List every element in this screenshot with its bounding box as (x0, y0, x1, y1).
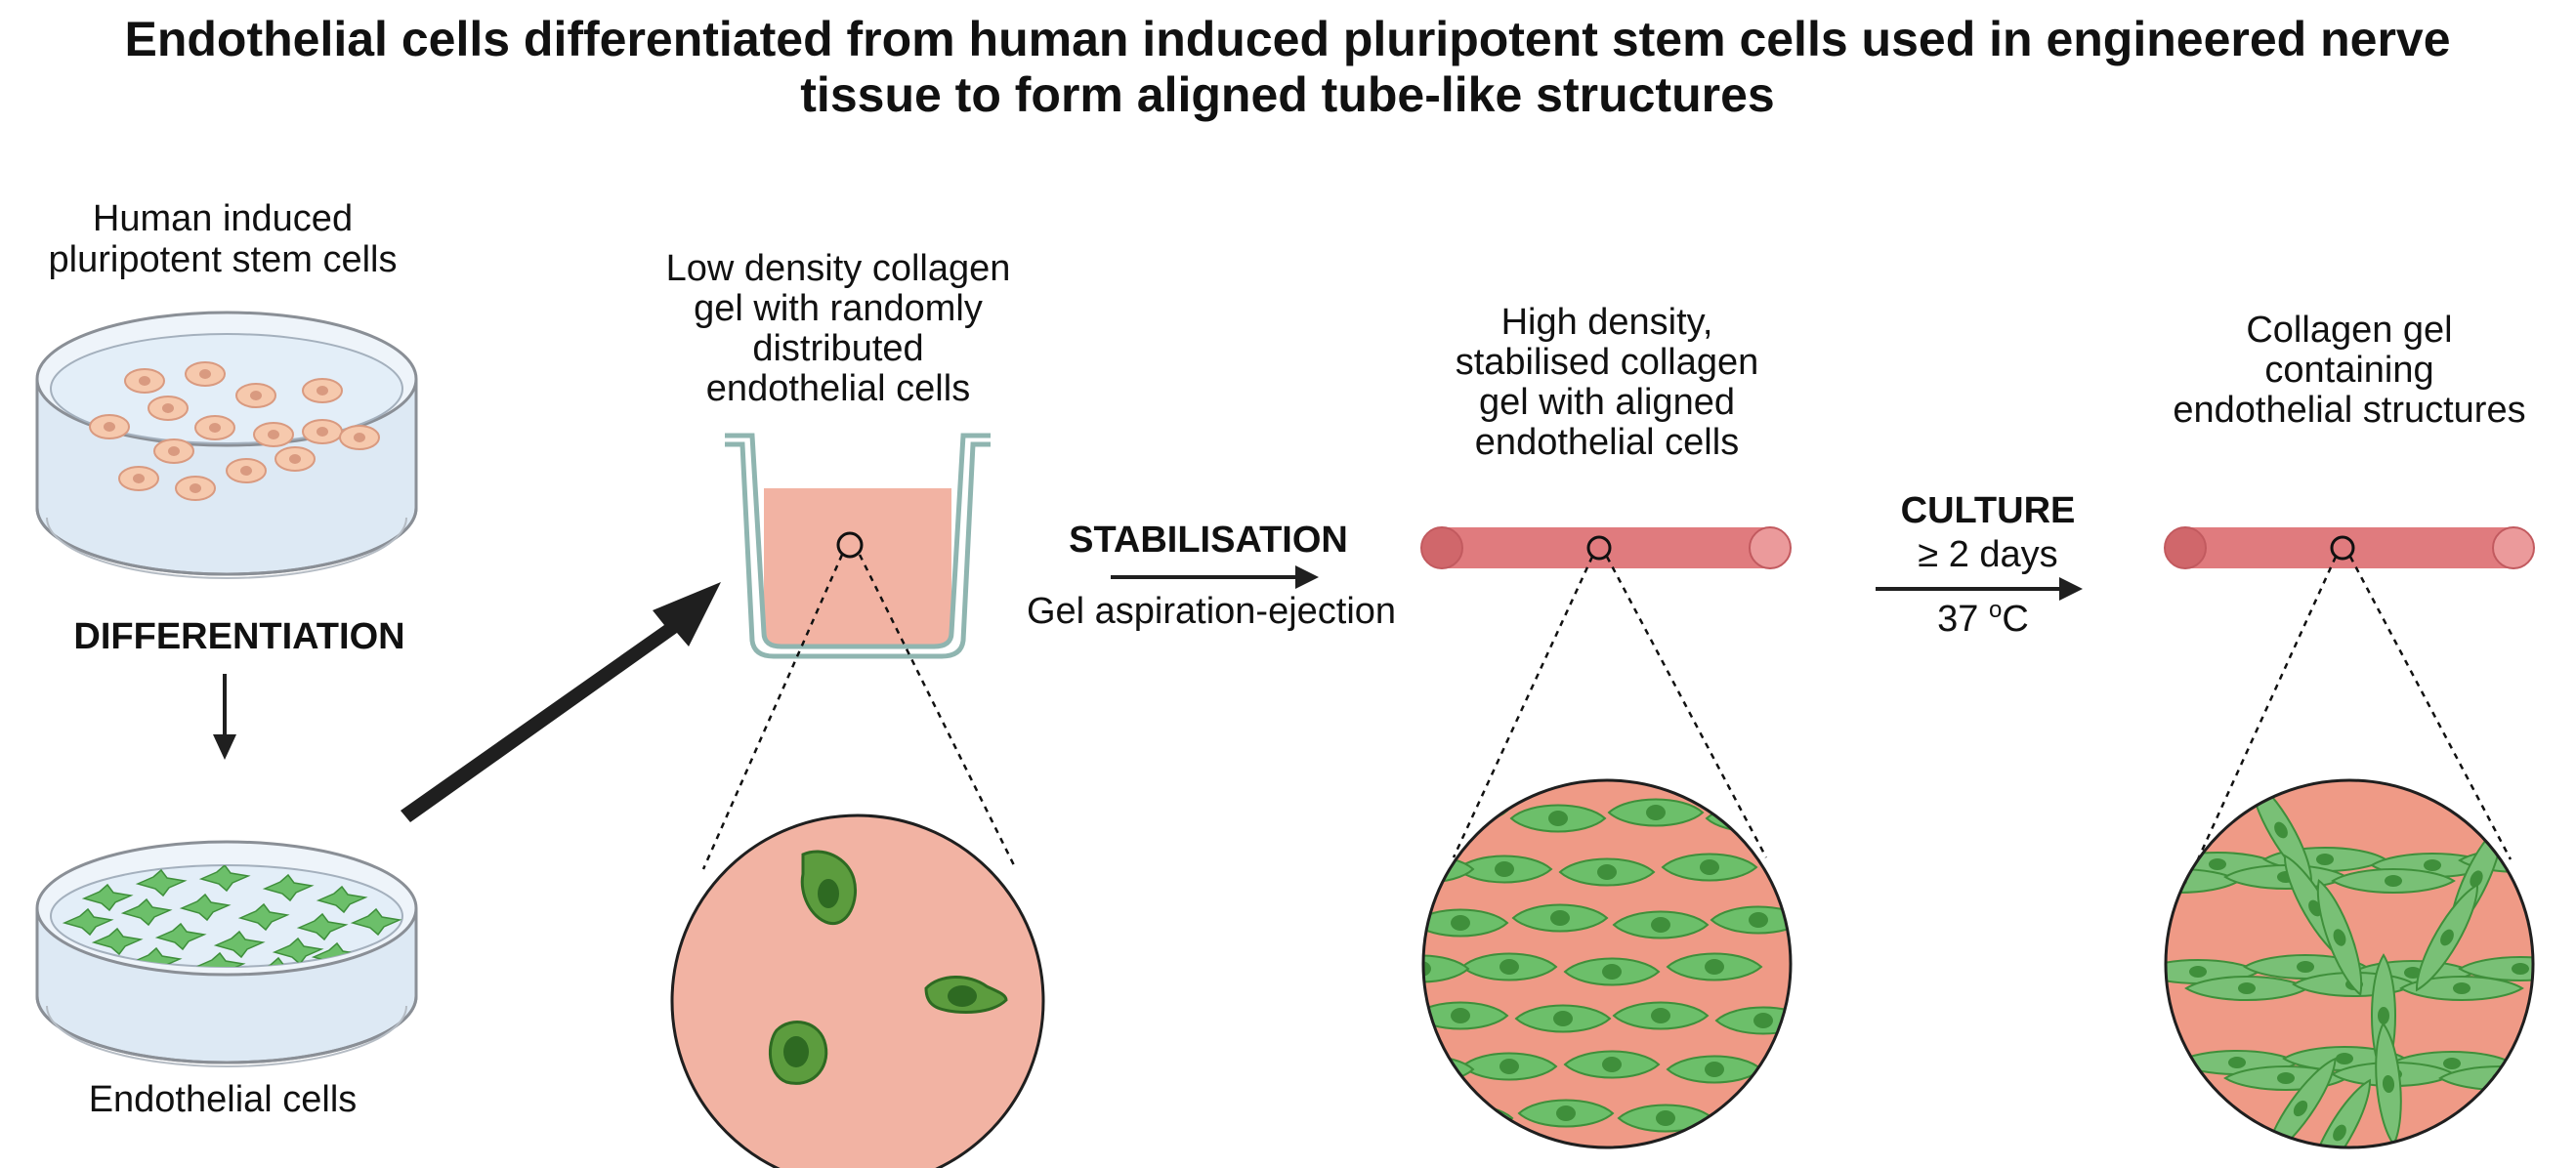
endothelial-cells-label: Endothelial cells (89, 1079, 358, 1120)
zoom-lines-final (2196, 556, 2513, 860)
differentiation-label: DIFFERENTIATION (73, 616, 404, 657)
stabilisation-arrow (1111, 565, 1319, 589)
culture-arrow (1876, 577, 2083, 601)
petri-dish-hipsc (35, 311, 418, 579)
low-density-label-line4: endothelial cells (706, 368, 970, 409)
final-label-line1: Collagen gel (2246, 310, 2452, 351)
high-density-label-line2: stabilised collagen (1456, 342, 1759, 383)
culture-well (725, 433, 991, 659)
culture-heading: CULTURE (1901, 490, 2076, 531)
low-density-label-line1: Low density collagen (666, 248, 1011, 289)
final-label-line3: endothelial structures (2173, 390, 2525, 431)
low-density-label-line3: distributed (752, 328, 923, 369)
low-density-label-line2: gel with randomly (694, 288, 983, 329)
culture-temperature: 37 oC (1937, 597, 2029, 640)
high-density-label-line4: endothelial cells (1475, 422, 1739, 463)
transfer-arrow (401, 582, 721, 822)
differentiation-arrow (213, 674, 236, 760)
high-density-label-line1: High density, (1501, 302, 1713, 343)
petri-dish-endothelial (35, 840, 418, 1067)
magnified-tube-structures (2164, 778, 2535, 1149)
collagen-rod-high-density (1420, 526, 1792, 569)
hipsc-label-line1: Human induced (93, 198, 353, 239)
final-label-line2: containing (2264, 350, 2433, 391)
stabilisation-heading: STABILISATION (1069, 520, 1348, 561)
figure-title-line2: tissue to form aligned tube-like structu… (800, 67, 1774, 122)
stabilisation-subtext: Gel aspiration-ejection (1027, 591, 1396, 632)
zoom-lines-high-density (1452, 556, 1768, 858)
magnified-low-density-gel (670, 813, 1045, 1168)
zoom-lines-low-density (701, 554, 1018, 870)
hipsc-label-line2: pluripotent stem cells (49, 239, 398, 280)
figure-title-line1: Endothelial cells differentiated from hu… (124, 12, 2450, 66)
magnified-aligned-cells (1421, 778, 1793, 1149)
high-density-label-line3: gel with aligned (1479, 382, 1735, 423)
collagen-rod-final (2164, 526, 2535, 569)
culture-duration: ≥ 2 days (1918, 534, 2057, 575)
